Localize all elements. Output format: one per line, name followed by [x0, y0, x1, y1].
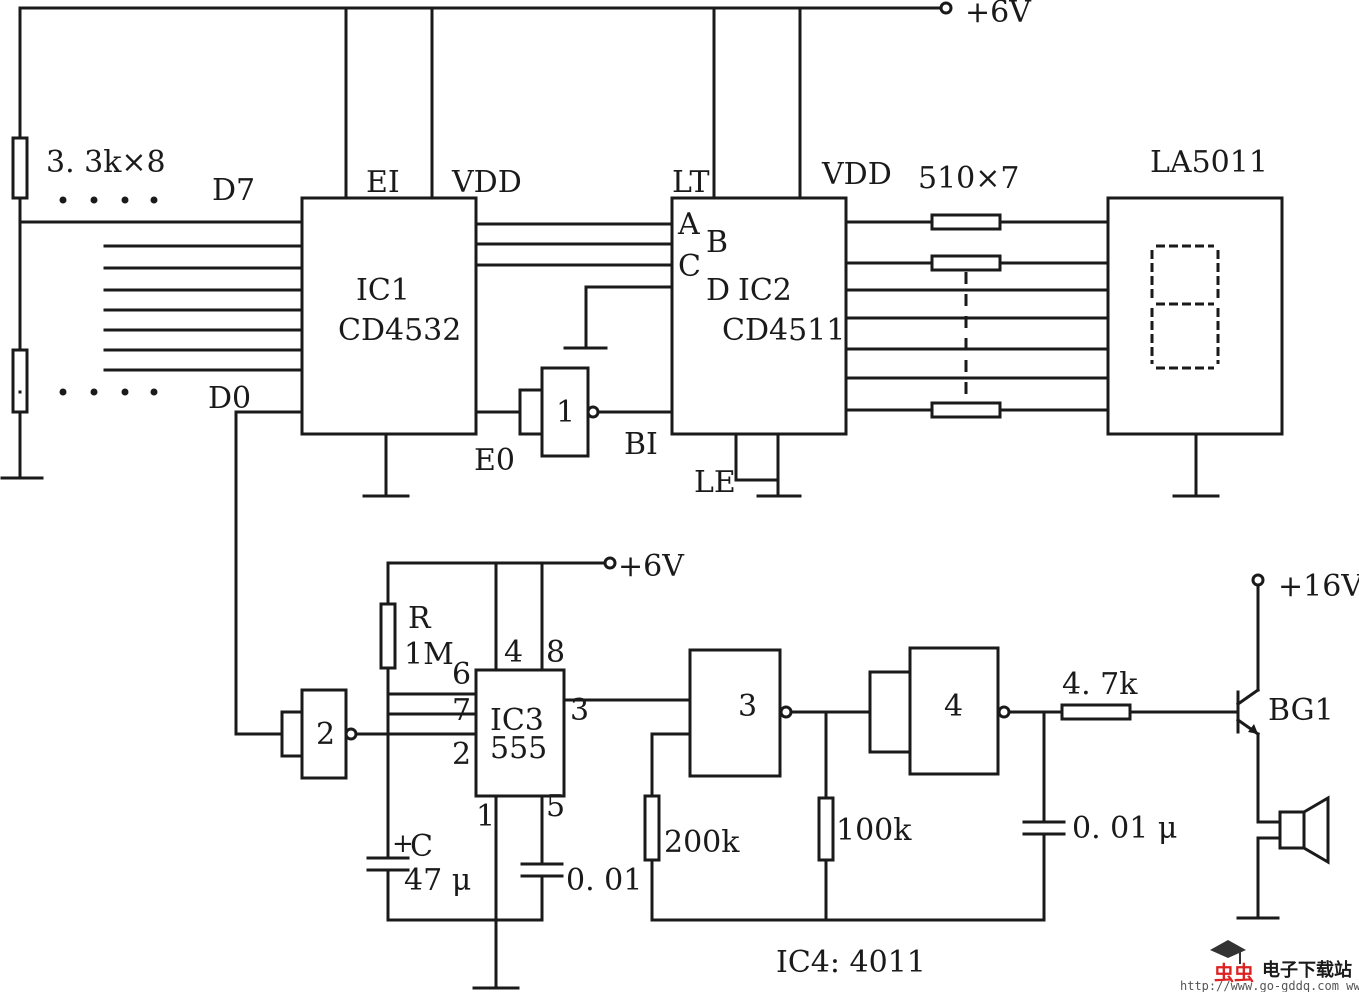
ic4-label: IC4: 4011 [776, 945, 926, 980]
ellipsis-top [59, 196, 158, 204]
output-stage: 4. 7k 0. 01 μ [1007, 667, 1240, 922]
ic2-b-pin-label: B [706, 225, 728, 260]
control-capacitor-value: 0. 01 [566, 863, 642, 898]
top-supply-rail: +6V [18, 0, 1032, 30]
ic2-ref: IC2 [738, 273, 792, 308]
ellipsis-bottom [59, 388, 158, 396]
watermark-url: http://www.go-gddq.com www.eeworm.com [1180, 979, 1359, 992]
resistor-100k [817, 796, 835, 862]
watermark: 虫虫 电子下载站 http://www.go-gddq.com www.eewo… [1180, 940, 1359, 992]
d7-label: D7 [212, 173, 255, 208]
resistor-200k [643, 794, 661, 862]
segment-lines: 510×7 [844, 161, 1110, 419]
ic2-vdd-pin-label: VDD [821, 157, 892, 192]
base-resistor-label: 4. 7k [1062, 667, 1138, 702]
gate-1-nand: 1 [474, 366, 674, 458]
gate-2-nand: 2 [280, 688, 478, 780]
gate-4-number: 4 [944, 689, 963, 724]
seven-segment-icon [1150, 244, 1220, 370]
d0-to-gate-2 [234, 410, 284, 736]
transistor-bg1: +16V BG1 [1235, 569, 1359, 824]
mid-supply-rail: +6V [386, 549, 685, 584]
input-resistor-network: 3. 3k×8 D7 D0 [0, 6, 255, 480]
watermark-logo: 虫虫 [1210, 940, 1254, 985]
base-resistor [1060, 703, 1132, 721]
polarity-plus-icon: + [392, 829, 414, 859]
ic2-part: CD4511 [722, 313, 845, 348]
ic3-part: 555 [490, 731, 547, 766]
gate-2-number: 2 [316, 717, 335, 752]
ic2-cd4511: LT VDD A B C D IC2 CD4511 BI LE [624, 6, 892, 500]
segment-resistor-label: 510×7 [918, 161, 1019, 196]
watermark-brand: 电子下载站 [1262, 959, 1352, 981]
resistor-100k-label: 100k [836, 813, 912, 848]
ic3-pin2-label: 2 [452, 737, 471, 772]
segment-resistor-a [930, 213, 1002, 231]
encoder-to-decoder-bus [474, 222, 674, 350]
mid-supply-label: +6V [618, 549, 685, 584]
input-bus [18, 220, 304, 414]
ic1-eo-pin-label: E0 [474, 443, 515, 478]
high-supply-label: +16V [1278, 569, 1359, 604]
ic3-pin7-label: 7 [452, 693, 471, 728]
pullup-resistor-bottom [11, 348, 29, 414]
ic3-pin1-label: 1 [476, 799, 495, 834]
ic3-pin4-label: 4 [504, 635, 523, 670]
segment-resistor-b [930, 254, 1002, 272]
ic3-pin8-label: 8 [546, 635, 565, 670]
ic3-555: 4 8 6 7 2 3 IC3 555 1 5 0. 01 [452, 561, 642, 990]
ic1-vdd-pin-label: VDD [451, 165, 522, 200]
ic3-pin6-label: 6 [452, 657, 471, 692]
timing-resistor-value: 1M [404, 637, 454, 672]
ic2-bi-pin-label: BI [624, 427, 658, 462]
ic3-pin3-label: 3 [570, 693, 589, 728]
timing-capacitor-value: 47 μ [404, 863, 471, 898]
pullup-resistor-top [11, 136, 29, 200]
ic1-cd4532: EI VDD IC1 CD4532 E0 [300, 6, 522, 498]
transistor-label: BG1 [1268, 693, 1334, 728]
gate-3-nand: 3 200k [562, 648, 793, 922]
resistor-200k-label: 200k [664, 825, 740, 860]
ic2-d-pin-label: D [706, 273, 730, 308]
gate-3-number: 3 [738, 689, 757, 724]
speaker-icon [1236, 795, 1330, 920]
gate-4-nand: 4 100k [789, 646, 1011, 922]
timing-capacitor-ref: C [410, 829, 433, 864]
ic2-a-pin-label: A [677, 207, 700, 242]
timing-network: + R 1M C 47 μ [366, 561, 478, 922]
ic3-pin5-label: 5 [546, 789, 565, 824]
display-la5011: LA5011 [1106, 145, 1284, 498]
ic2-lt-pin-label: LT [672, 165, 710, 200]
ic1-ref: IC1 [356, 273, 410, 308]
gate-1-number: 1 [556, 395, 575, 430]
timing-resistor-ref: R [408, 601, 432, 636]
ic2-c-pin-label: C [678, 249, 701, 284]
display-part-label: LA5011 [1150, 145, 1268, 180]
top-supply-label: +6V [965, 0, 1032, 30]
segment-resistor-g [930, 401, 1002, 419]
ic1-ei-pin-label: EI [366, 165, 400, 200]
resistor-array-label: 3. 3k×8 [46, 145, 166, 180]
ic1-part: CD4532 [338, 313, 461, 348]
ic3-ref: IC3 [490, 703, 544, 738]
timing-resistor [379, 602, 397, 670]
osc-capacitor-label: 0. 01 μ [1072, 811, 1177, 846]
d0-label: D0 [208, 381, 251, 416]
svg-text:虫虫: 虫虫 [1214, 961, 1254, 985]
ic2-le-pin-label: LE [694, 465, 736, 500]
